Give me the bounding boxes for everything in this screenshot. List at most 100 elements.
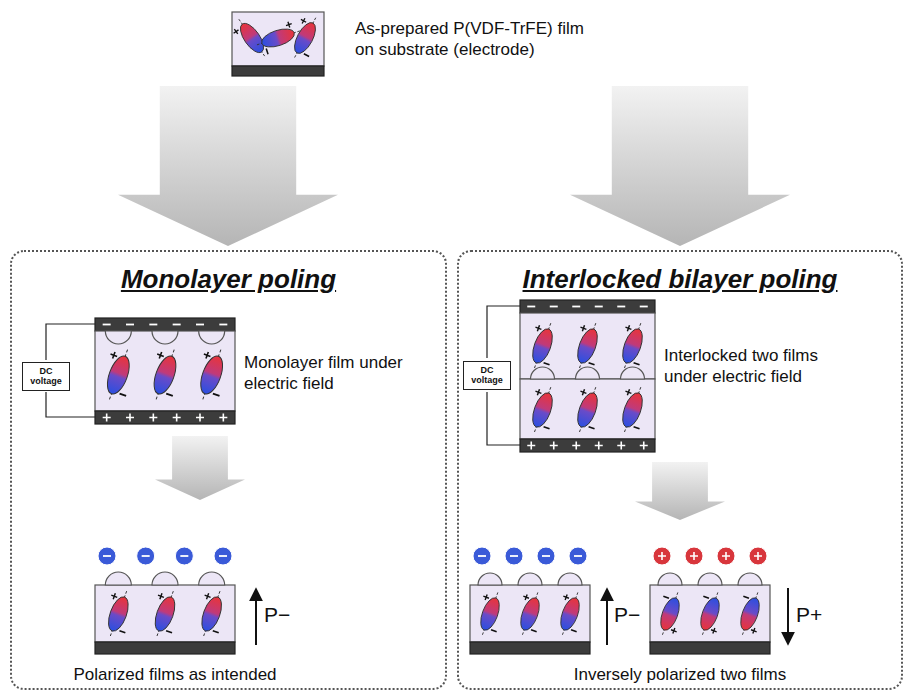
- process-arrow: [118, 86, 338, 246]
- process-arrow: [635, 462, 725, 520]
- substrate: [650, 642, 770, 654]
- plus-sign: [285, 21, 292, 28]
- minus-sign: [589, 363, 595, 365]
- dipole: [522, 319, 563, 374]
- minus-sign: [527, 306, 535, 308]
- plus-sign: [157, 592, 165, 600]
- minus-sign: [196, 324, 204, 326]
- positive-ion: [749, 547, 767, 565]
- plus-sign: [149, 414, 157, 422]
- polarization-label: P−: [614, 603, 640, 626]
- plus-sign: [219, 414, 227, 422]
- minus-sign: [510, 555, 518, 557]
- plus-sign: [624, 324, 632, 332]
- negative-ion: [98, 547, 116, 565]
- plus-sign: [624, 388, 632, 396]
- power-supply-box: DC voltage: [463, 361, 511, 390]
- dipole: [612, 383, 653, 438]
- minus-sign: [166, 394, 173, 396]
- minus-sign: [617, 306, 625, 308]
- plus-sign: [595, 442, 603, 450]
- minus-sign: [126, 324, 134, 326]
- surface-bump: [199, 331, 225, 344]
- dipole: [142, 345, 188, 406]
- polarization-arrow: [787, 588, 789, 643]
- result-label: Polarized films as intended: [25, 664, 325, 685]
- minus-sign: [120, 394, 127, 396]
- plus-sign: [103, 414, 111, 422]
- dipole-body: [619, 390, 647, 429]
- negative-ion: [505, 547, 523, 565]
- polarization-label: P−: [264, 603, 290, 626]
- positive-ion: [653, 547, 671, 565]
- minus-sign: [595, 306, 603, 308]
- film: [520, 379, 655, 439]
- wire: [487, 392, 520, 445]
- dipole-body: [697, 595, 723, 632]
- plus-sign: [534, 388, 542, 396]
- polarization-label: P+: [796, 603, 822, 626]
- dipole-body: [196, 353, 227, 397]
- surface-bump: [152, 331, 178, 344]
- dipole-body: [529, 326, 557, 365]
- dipole: [651, 588, 690, 640]
- surface-bump: [698, 573, 722, 585]
- wire: [487, 306, 520, 358]
- film: [95, 331, 235, 411]
- surface-bump: [105, 331, 131, 344]
- minus-sign: [304, 54, 309, 57]
- surface-bump: [478, 573, 502, 585]
- minus-sign: [119, 631, 125, 633]
- stage-label: Interlocked two films under electric fie…: [664, 345, 854, 388]
- negative-ion: [569, 547, 587, 565]
- surface-bump: [576, 367, 600, 379]
- dipole: [612, 319, 653, 374]
- power-supply-label: DC voltage: [466, 365, 508, 386]
- negative-ion: [175, 547, 193, 565]
- plus-sign: [482, 593, 490, 601]
- dipole-body: [477, 595, 503, 632]
- dipole-body: [150, 353, 181, 397]
- minus-sign: [589, 427, 595, 429]
- surface-bump: [518, 573, 542, 585]
- plus-sign: [109, 351, 118, 360]
- dipole: [189, 345, 235, 406]
- substrate: [232, 66, 324, 76]
- minus-sign: [574, 555, 582, 557]
- surface-bump: [531, 367, 555, 379]
- surface-bump: [105, 572, 131, 585]
- panel-title: Interlocked bilayer poling: [459, 264, 901, 295]
- wire: [46, 324, 95, 360]
- minus-sign: [491, 630, 497, 632]
- minus-sign: [571, 630, 577, 632]
- minus-sign: [634, 427, 640, 429]
- plus-sign: [658, 552, 666, 560]
- plus-sign: [203, 351, 212, 360]
- dipole-body: [574, 390, 602, 429]
- film: [650, 585, 770, 642]
- dipole-body: [529, 390, 557, 429]
- dipole: [551, 588, 590, 640]
- substrate: [470, 642, 590, 654]
- panel-title: Monolayer poling: [12, 264, 445, 295]
- film: [520, 313, 655, 379]
- plus-sign: [196, 414, 204, 422]
- power-supply-label: DC voltage: [25, 366, 67, 387]
- dipole-body: [619, 326, 647, 365]
- plus-sign: [562, 593, 570, 601]
- dipole: [511, 588, 550, 640]
- panel: Interlocked bilayer poling DC voltage: [457, 250, 903, 690]
- plus-sign: [579, 388, 587, 396]
- minus-sign: [219, 324, 227, 326]
- dipole-body: [737, 595, 763, 632]
- power-supply-box: DC voltage: [22, 362, 70, 391]
- minus-sign: [166, 631, 172, 633]
- plus-sign: [670, 627, 678, 635]
- minus-sign: [572, 306, 580, 308]
- minus-sign: [142, 555, 150, 557]
- dipole: [567, 383, 608, 438]
- plus-sign: [710, 627, 718, 635]
- electrode: [95, 411, 235, 424]
- dipole-body: [557, 595, 583, 632]
- minus-sign: [634, 363, 640, 365]
